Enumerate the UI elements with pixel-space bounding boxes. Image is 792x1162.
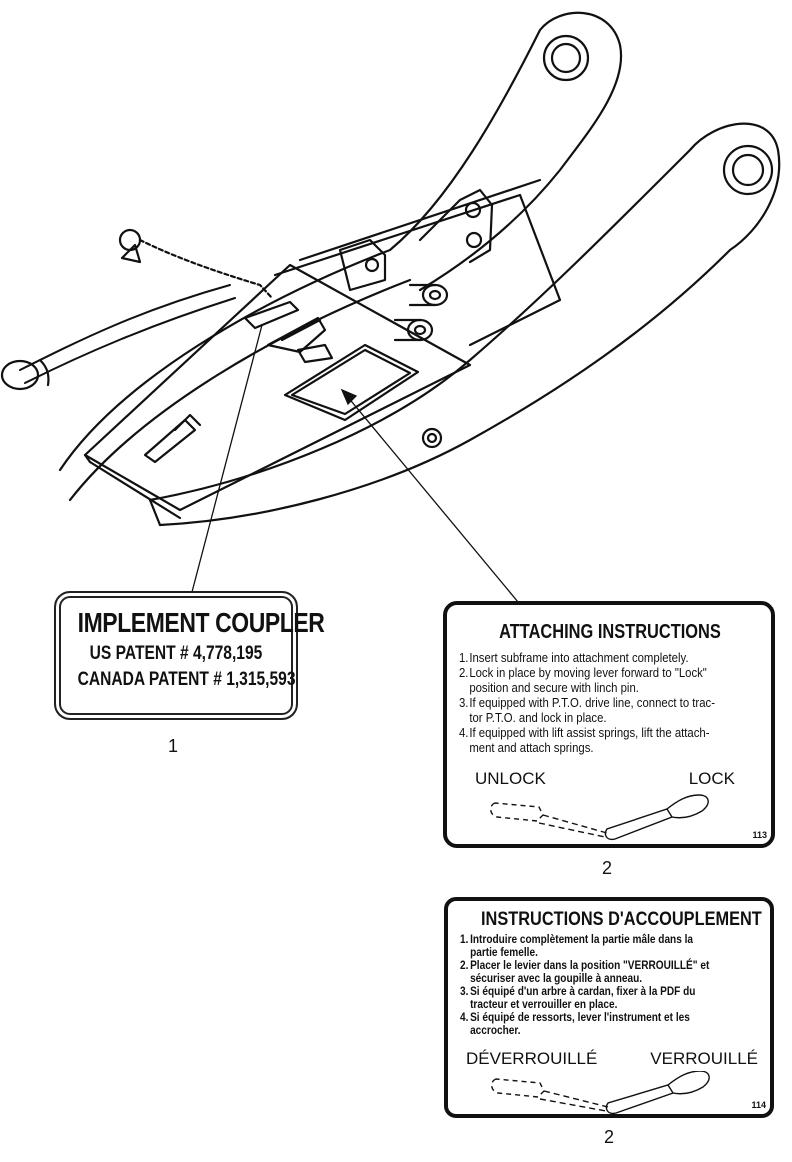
instruction-list: 1.Insert subframe into attachment comple… (459, 650, 761, 755)
decal-title: ATTACHING INSTRUCTIONS (499, 621, 721, 643)
instruction-step-cont: sécuriser avec la goupille à anneau. (470, 971, 643, 985)
decal-title: IMPLEMENT COUPLER (77, 607, 325, 638)
decal-number: 113 (752, 830, 767, 840)
instruction-step: 2.Placer le levier dans la position "VER… (460, 958, 710, 972)
instruction-step: 4.Si équipé de ressorts, lever l'instrum… (460, 1010, 690, 1024)
instruction-step: 1.Insert subframe into attachment comple… (459, 650, 689, 665)
callout-number: 2 (602, 858, 613, 878)
callout-number: 2 (604, 1127, 615, 1147)
instruction-step: 2.Lock in place by moving lever forward … (459, 665, 707, 680)
lever-position-icon (491, 1071, 710, 1115)
lock-label: VERROUILLÉ (650, 1049, 758, 1068)
us-patent-line: US PATENT # 4,778,195 (89, 643, 263, 664)
canada-patent-line: CANADA PATENT # 1,315,593 (77, 669, 296, 690)
instruction-list: 1.Introduire complètement la partie mâle… (460, 933, 760, 1037)
lock-label: LOCK (688, 769, 735, 788)
instruction-step: 1.Introduire complètement la partie mâle… (460, 932, 694, 946)
instruction-step-cont: partie femelle. (470, 945, 538, 959)
decal-number: 114 (751, 1100, 766, 1110)
instruction-step-cont: position and secure with linch pin. (469, 680, 639, 695)
instruction-step-cont: accrocher. (470, 1023, 521, 1037)
instruction-step-cont: tor P.T.O. and lock in place. (469, 710, 607, 725)
implement-coupler-decal: IMPLEMENT COUPLER US PATENT # 4,778,195 … (54, 591, 325, 720)
coupler-frame-illustration (0, 11, 781, 527)
unlock-label: DÉVERROUILLÉ (466, 1049, 598, 1068)
lever-position-icon (490, 794, 709, 841)
instruction-step-cont: ment and attach springs. (469, 740, 594, 755)
decal-title: INSTRUCTIONS D'ACCOUPLEMENT (481, 909, 762, 930)
instruction-step: 4.If equipped with lift assist springs, … (459, 725, 710, 740)
instruction-step: 3.Si équipé d'un arbre à cardan, fixer à… (460, 984, 696, 998)
instruction-step-cont: tracteur et verrouiller en place. (470, 997, 618, 1011)
attaching-instructions-decal: ATTACHING INSTRUCTIONS 1.Insert subframe… (443, 601, 775, 848)
instruction-step: 3.If equipped with P.T.O. drive line, co… (459, 695, 715, 710)
callout-number: 1 (168, 736, 179, 756)
instructions-daccouplement-decal: INSTRUCTIONS D'ACCOUPLEMENT 1.Introduire… (444, 897, 774, 1118)
unlock-label: UNLOCK (475, 769, 546, 788)
